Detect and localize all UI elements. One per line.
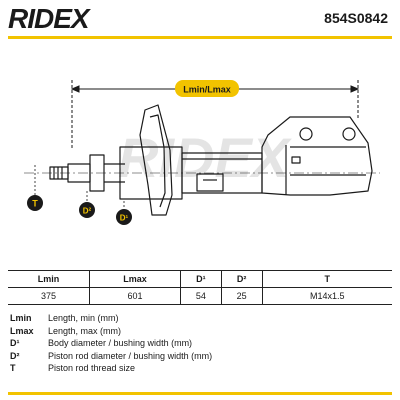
brand-logo: RIDEX xyxy=(8,3,90,34)
value-lmin: 375 xyxy=(8,287,90,305)
marker-leaders xyxy=(34,165,125,211)
legend-text: Body diameter / bushing width (mm) xyxy=(48,338,193,348)
value-d1: 54 xyxy=(179,287,222,305)
marker-d1-label: D¹ xyxy=(120,214,129,223)
legend-text: Piston rod diameter / bushing width (mm) xyxy=(48,350,213,361)
header-lmax: Lmax xyxy=(89,270,181,288)
legend-key: Lmax xyxy=(10,325,34,336)
legend-item: Lmax Length, max (mm) xyxy=(10,325,212,338)
header-d2: D² xyxy=(220,270,263,288)
marker-d2: D² xyxy=(79,202,95,218)
legend-item: T Piston rod thread size xyxy=(10,362,212,375)
legend: Lmin Length, min (mm) Lmax Length, max (… xyxy=(10,312,212,375)
legend-text: Length, min (mm) xyxy=(48,313,119,323)
dimensions-table: Lmin Lmax D¹ D² T 375 601 54 25 M14x1.5 xyxy=(8,270,392,305)
legend-key: T xyxy=(10,363,16,373)
dimensions-header-row: Lmin Lmax D¹ D² T xyxy=(8,270,392,288)
legend-key: D² xyxy=(10,350,20,361)
header-t: T xyxy=(261,270,392,288)
dimensions-value-row: 375 601 54 25 M14x1.5 xyxy=(8,287,392,305)
shock-absorber xyxy=(49,104,373,216)
marker-d2-label: D² xyxy=(83,207,92,216)
value-t: M14x1.5 xyxy=(261,287,392,305)
legend-key: Lmin xyxy=(10,313,32,323)
part-number: 854S0842 xyxy=(324,10,388,26)
value-d2: 25 xyxy=(220,287,263,305)
legend-text: Piston rod thread size xyxy=(48,363,136,373)
dimension-label-box xyxy=(175,80,239,97)
header-d1: D¹ xyxy=(179,270,222,288)
legend-key: D¹ xyxy=(10,338,20,348)
bottom-accent-rule xyxy=(8,392,392,395)
legend-text: Length, max (mm) xyxy=(48,325,122,336)
legend-item: D¹ Body diameter / bushing width (mm) xyxy=(10,337,212,350)
marker-t-label: T xyxy=(32,199,38,209)
value-lmax: 601 xyxy=(89,287,181,305)
header: RIDEX 854S0842 xyxy=(0,0,400,40)
shock-absorber-diagram: RIDEX Lmin/Lmax xyxy=(24,80,380,225)
legend-item: Lmin Length, min (mm) xyxy=(10,312,212,325)
marker-d1: D¹ xyxy=(116,209,132,225)
header-lmin: Lmin xyxy=(8,270,90,288)
marker-t: T xyxy=(27,195,43,211)
top-accent-rule xyxy=(8,36,392,39)
dimension-label: Lmin/Lmax xyxy=(183,85,231,95)
legend-item: D² Piston rod diameter / bushing width (… xyxy=(10,350,212,363)
